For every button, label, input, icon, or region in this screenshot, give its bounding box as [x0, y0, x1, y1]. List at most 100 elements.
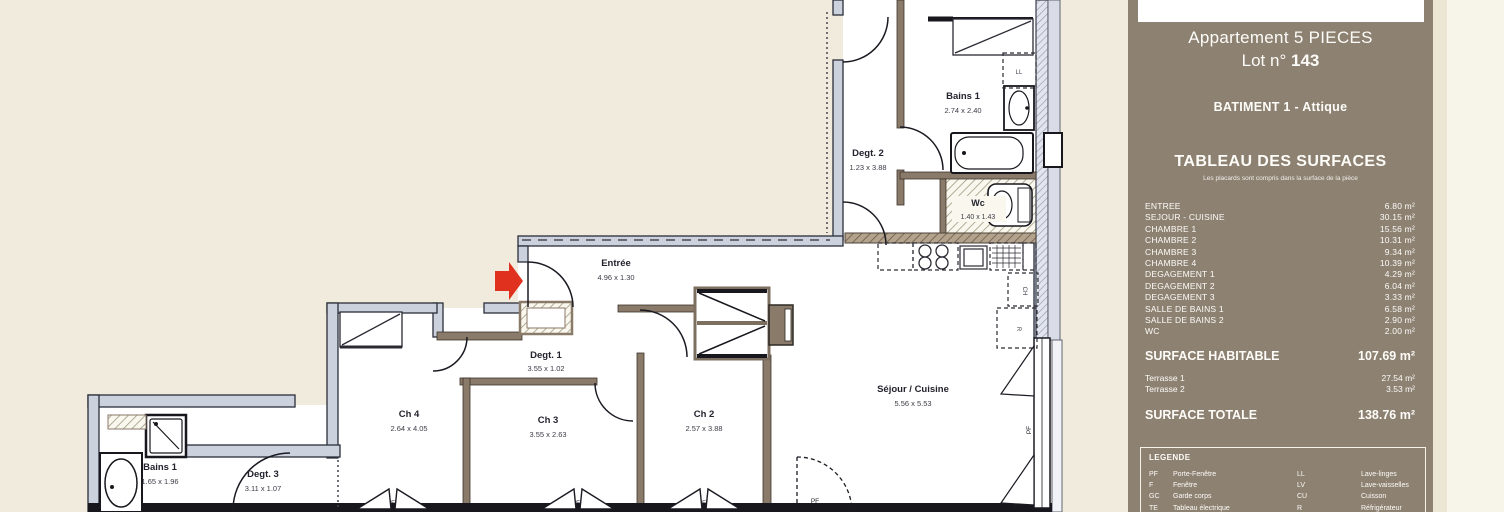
- terrasse-row: Terrasse 1 27.54 m²: [1145, 373, 1415, 383]
- room-label-bains1-bottom: Bains 1 1.65 x 1.96: [141, 462, 178, 486]
- surfaces-table-note: Les placards sont compris dans la surfac…: [1203, 175, 1358, 182]
- room-label-degt3: Degt. 3 3.11 x 1.07: [245, 469, 282, 493]
- surface-habitable-row: SURFACE HABITABLE 107.69 m²: [1145, 349, 1415, 363]
- svg-text:Entrée: Entrée: [601, 258, 631, 269]
- f-annotation-3: F: [702, 500, 706, 507]
- svg-text:1.23 x 3.88: 1.23 x 3.88: [849, 163, 886, 172]
- room-label-ch4: Ch 4 2.64 x 4.05: [390, 409, 427, 433]
- svg-text:1.65 x 1.96: 1.65 x 1.96: [141, 477, 178, 486]
- oval-sink-icon: [99, 452, 143, 512]
- svg-text:Degt. 3: Degt. 3: [247, 469, 279, 480]
- svg-text:2.57 x 3.88: 2.57 x 3.88: [685, 424, 722, 433]
- ch-annotation: CH: [1021, 287, 1027, 296]
- svg-text:2.64 x 4.05: 2.64 x 4.05: [390, 424, 427, 433]
- floor-plan: Entrée 4.96 x 1.30 Degt. 1 3.55 x 1.02 D…: [87, 0, 1063, 512]
- svg-text:5.56 x 5.53: 5.56 x 5.53: [894, 399, 931, 408]
- legend-row: TE Tableau électrique R Réfrigérateur: [1149, 504, 1402, 512]
- f-annotation-1: F: [391, 500, 395, 507]
- svg-text:1.40 x 1.43: 1.40 x 1.43: [961, 214, 996, 221]
- stove-icon: [918, 244, 949, 270]
- bathtub-icon: [950, 132, 1034, 174]
- svg-text:Séjour / Cuisine: Séjour / Cuisine: [877, 384, 949, 395]
- pf-annotation-bottom: PF: [811, 498, 819, 505]
- legend-box: LEGENDE PF Porte-Fenêtre LL Lave-linges …: [1140, 447, 1426, 512]
- closet-ch4: [339, 311, 403, 349]
- f-annotation-2: F: [576, 500, 580, 507]
- svg-text:Bains 1: Bains 1: [946, 91, 981, 102]
- room-label-bains1-top: Bains 1 2.74 x 2.40: [944, 91, 981, 115]
- drainer-grid-icon: [992, 245, 1021, 268]
- vanity-hatched: [107, 414, 147, 430]
- legend-row: GC Garde corps CU Cuisson: [1149, 493, 1387, 501]
- room-label-sejour: Séjour / Cuisine 5.56 x 5.53: [877, 384, 949, 408]
- washbasin-icon: [1003, 85, 1035, 131]
- kitchen-counter: [877, 52, 1039, 349]
- room-label-wc: Wc 1.40 x 1.43: [952, 196, 1006, 222]
- svg-text:Ch 4: Ch 4: [399, 409, 420, 420]
- right-exterior-wall: [1035, 0, 1063, 512]
- ll-annotation: LL: [1016, 70, 1023, 76]
- room-interiors: [97, 0, 1036, 512]
- pf-door-dashed: [796, 456, 853, 512]
- terrasse-row: Terrasse 2 3.53 m²: [1145, 384, 1415, 394]
- right-window: [999, 337, 1051, 509]
- kitchen-sink-icon: [959, 245, 988, 270]
- svg-text:Bains 1: Bains 1: [143, 462, 178, 473]
- surface-totale-row: SURFACE TOTALE 138.76 m²: [1145, 408, 1415, 422]
- room-label-ch2: Ch 2 2.57 x 3.88: [685, 409, 722, 433]
- door-arcs: [232, 16, 944, 511]
- svg-text:3.55 x 1.02: 3.55 x 1.02: [527, 364, 564, 373]
- attic-dotted-lines: [337, 12, 828, 510]
- legend-row: F Fenêtre LV Lave-vaisselles: [1149, 482, 1409, 490]
- svg-text:4.96 x 1.30: 4.96 x 1.30: [597, 273, 634, 282]
- kitchen-top-wall: [844, 232, 1037, 244]
- closet-bains1-top: [952, 18, 1034, 56]
- svg-text:Degt. 1: Degt. 1: [530, 350, 562, 361]
- svg-text:Ch 2: Ch 2: [694, 409, 715, 420]
- legend-row: PF Porte-Fenêtre LL Lave-linges: [1149, 471, 1397, 478]
- interior-walls: [436, 0, 1037, 512]
- room-label-degt1: Degt. 1 3.55 x 1.02: [527, 350, 564, 373]
- pf-annotation-right: PF: [1026, 426, 1033, 434]
- bottom-windows: [354, 487, 743, 510]
- background-strip: [1433, 0, 1447, 512]
- legend-rows: PF Porte-Fenêtre LL Lave-linges F Fenêtr…: [1149, 469, 1421, 512]
- svg-text:3.55 x 2.63: 3.55 x 2.63: [529, 430, 566, 439]
- room-label-entree: Entrée 4.96 x 1.30: [597, 258, 634, 282]
- f-annotation-right: F: [1014, 503, 1018, 510]
- lot-number-line: Lot n° 143: [1128, 51, 1433, 71]
- lot-number: 143: [1290, 51, 1320, 70]
- entrance-arrow-icon: [495, 262, 523, 300]
- surfaces-table-title: TABLEAU DES SURFACES: [1174, 153, 1387, 170]
- svg-text:2.74 x 2.40: 2.74 x 2.40: [944, 106, 981, 115]
- info-panel: Appartement 5 PIECES Lot n° 143 BATIMENT…: [1128, 0, 1433, 512]
- apartment-title: Appartement 5 PIECES: [1188, 28, 1373, 47]
- svg-text:Ch 3: Ch 3: [538, 415, 559, 426]
- building-name: BATIMENT 1 - Attique: [1213, 100, 1348, 114]
- room-label-ch3: Ch 3 3.55 x 2.63: [529, 415, 566, 439]
- duct-shaft: [768, 304, 794, 346]
- entry-closet-hatched: [518, 300, 574, 336]
- logo-placeholder: [1138, 0, 1424, 22]
- double-closet-ch2: [693, 286, 771, 361]
- room-label-degt2: Degt. 2 1.23 x 3.88: [849, 148, 886, 172]
- background-strip-light: [1447, 0, 1504, 512]
- shower-icon: [144, 413, 188, 459]
- svg-text:Degt. 2: Degt. 2: [852, 148, 884, 159]
- r-annotation: R: [1015, 327, 1021, 332]
- svg-text:Wc: Wc: [971, 198, 985, 208]
